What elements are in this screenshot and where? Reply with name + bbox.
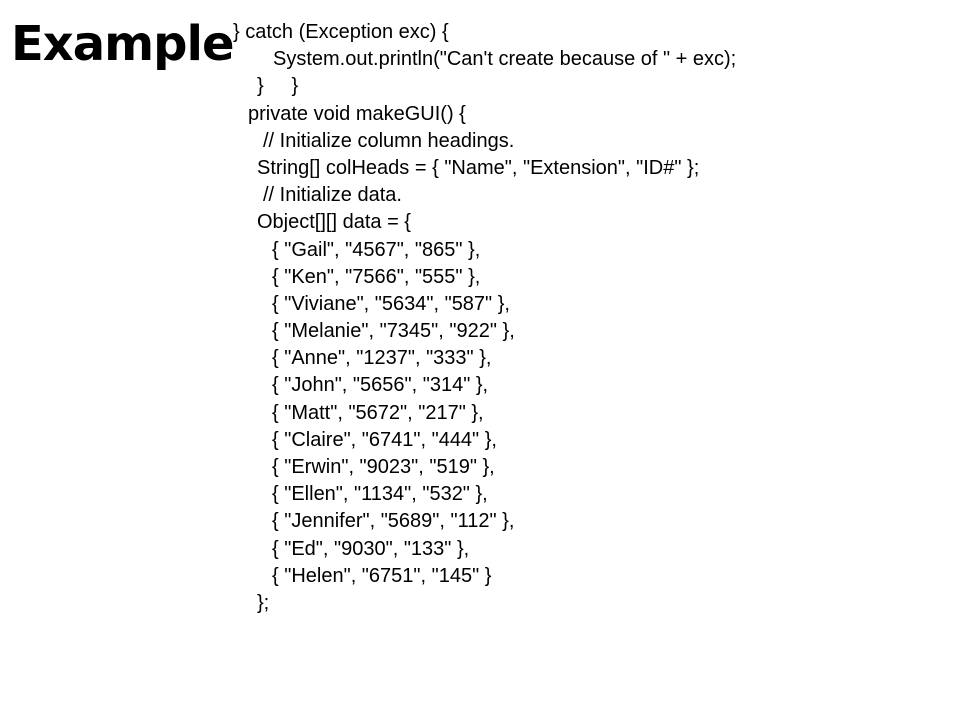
code-line-text: { "Anne", "1237", "333" },: [272, 347, 492, 370]
code-line-text: { "Ed", "9030", "133" },: [272, 537, 470, 560]
code-line: { "Anne", "1237", "333" },: [0, 345, 960, 372]
code-line: { "Helen", "6751", "145" }: [0, 563, 960, 590]
code-line-text: { "Viviane", "5634", "587" },: [272, 292, 510, 315]
code-line: System.out.println("Can't create because…: [0, 46, 960, 73]
code-line: { "Melanie", "7345", "922" },: [0, 318, 960, 345]
code-line: { "Claire", "6741", "444" },: [0, 427, 960, 454]
code-line: { "John", "5656", "314" },: [0, 372, 960, 399]
code-line-text: };: [257, 591, 270, 614]
code-line-text: { "Matt", "5672", "217" },: [272, 401, 484, 424]
code-line: { "Viviane", "5634", "587" },: [0, 291, 960, 318]
code-line: { "Erwin", "9023", "519" },: [0, 454, 960, 481]
code-line-text: // Initialize data.: [263, 184, 402, 207]
code-line-text: { "Claire", "6741", "444" },: [272, 428, 497, 451]
code-line-text: { "Ken", "7566", "555" },: [272, 265, 481, 288]
code-line-text: { "Melanie", "7345", "922" },: [272, 320, 515, 343]
code-line: // Initialize column headings.: [0, 128, 960, 155]
code-line: { "Gail", "4567", "865" },: [0, 237, 960, 264]
code-line: } }: [0, 73, 960, 100]
code-line-text: { "John", "5656", "314" },: [272, 374, 489, 397]
slide-title: Example: [11, 16, 235, 72]
code-line-text: String[] colHeads = { "Name", "Extension…: [257, 156, 700, 179]
code-line-text: Object[][] data = {: [257, 211, 411, 234]
code-line-text: { "Gail", "4567", "865" },: [272, 238, 481, 261]
code-line: } catch (Exception exc) {: [0, 19, 960, 46]
code-line: { "Matt", "5672", "217" },: [0, 400, 960, 427]
code-line-text: // Initialize column headings.: [263, 129, 515, 152]
code-line: // Initialize data.: [0, 182, 960, 209]
code-line-text: { "Erwin", "9023", "519" },: [272, 456, 495, 478]
code-line-text: { "Jennifer", "5689", "112" },: [272, 510, 515, 533]
code-line-text: } }: [257, 75, 299, 98]
code-line-text: { "Ellen", "1134", "532" },: [272, 483, 488, 506]
code-line: Object[][] data = {: [0, 209, 960, 236]
code-line: String[] colHeads = { "Name", "Extension…: [0, 155, 960, 182]
code-line: { "Ken", "7566", "555" },: [0, 264, 960, 291]
code-line: };: [0, 590, 960, 617]
code-line-text: { "Helen", "6751", "145" }: [272, 564, 492, 587]
code-listing: } catch (Exception exc) { System.out.pri…: [0, 19, 960, 617]
code-line-text: private void makeGUI() {: [248, 102, 466, 125]
code-line-text: } catch (Exception exc) {: [233, 21, 449, 43]
code-line: { "Ellen", "1134", "532" },: [0, 481, 960, 508]
code-line: private void makeGUI() {: [0, 101, 960, 128]
code-line: { "Ed", "9030", "133" },: [0, 536, 960, 563]
code-line: { "Jennifer", "5689", "112" },: [0, 508, 960, 535]
code-line-text: System.out.println("Can't create because…: [273, 48, 737, 71]
